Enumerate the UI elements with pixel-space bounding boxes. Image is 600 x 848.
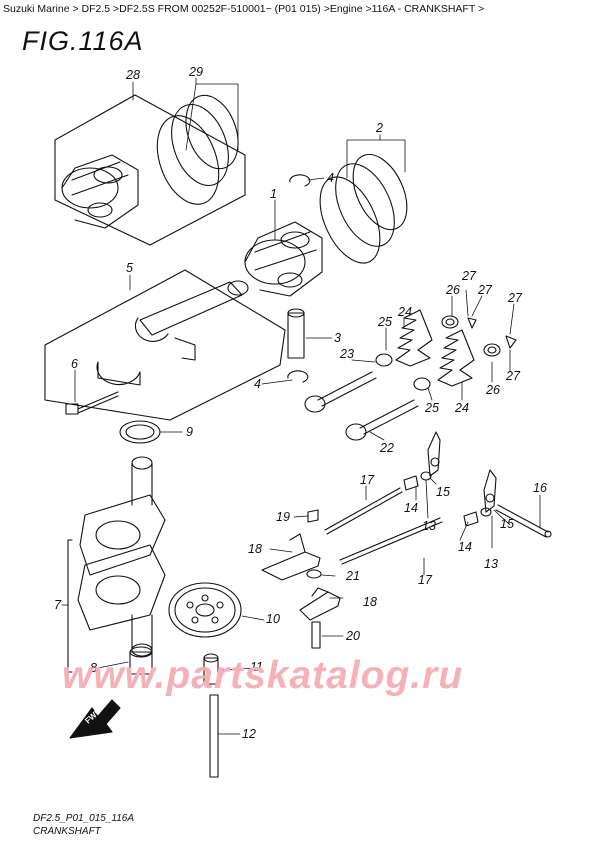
callout-24-lower[interactable]: 24	[454, 401, 469, 415]
callout-24-upper[interactable]: 24	[397, 305, 412, 319]
piston-rings-29[interactable]	[146, 88, 248, 213]
callout-3[interactable]: 3	[334, 331, 341, 345]
crank-gear-10[interactable]	[168, 582, 242, 638]
callout-27-right[interactable]: 27	[507, 291, 523, 305]
piston-28[interactable]	[61, 154, 139, 229]
valve-23[interactable]	[304, 371, 377, 413]
callout-14-lower[interactable]: 14	[458, 540, 472, 554]
callout-15-upper[interactable]: 15	[436, 485, 450, 499]
oil-seal-9[interactable]	[119, 420, 161, 444]
piston-rings-2[interactable]	[308, 146, 418, 272]
piston-assembly-box	[54, 94, 246, 246]
conrod-box	[44, 269, 286, 421]
callout-29[interactable]: 29	[188, 65, 203, 79]
piston-pin-3[interactable]	[287, 308, 305, 359]
footer-code: DF2.5_P01_015_116A	[33, 813, 135, 824]
callout-26-upper[interactable]: 26	[445, 283, 460, 297]
pushrod-12[interactable]	[209, 694, 219, 778]
bearing-8[interactable]	[129, 646, 153, 675]
callout-labels: 28 29 2 4 1 5 3 6 4 9 7 8 10 11 12 23 25…	[54, 65, 547, 741]
callout-13-upper[interactable]: 13	[422, 519, 436, 533]
valve-seal-25a[interactable]	[375, 353, 393, 367]
callout-23[interactable]: 23	[339, 347, 354, 361]
tappet-18b[interactable]	[299, 587, 341, 621]
valve-seal-25b[interactable]	[413, 377, 431, 391]
nut-15b[interactable]	[480, 507, 492, 517]
callout-27-upper-right[interactable]: 27	[477, 283, 493, 297]
adjust-screw-14b[interactable]	[463, 511, 479, 527]
callout-20[interactable]: 20	[345, 629, 360, 643]
callout-25-upper[interactable]: 25	[377, 315, 392, 329]
crankshaft-bracket-7	[67, 539, 73, 673]
valve-22[interactable]	[345, 399, 419, 441]
callout-18-upper[interactable]: 18	[248, 542, 262, 556]
callout-14-upper[interactable]: 14	[404, 501, 418, 515]
callout-4-lower[interactable]: 4	[254, 377, 261, 391]
callout-15-lower[interactable]: 15	[500, 517, 514, 531]
callout-17-upper[interactable]: 17	[360, 473, 375, 487]
callout-6[interactable]: 6	[71, 357, 78, 371]
callout-25-lower[interactable]: 25	[424, 401, 439, 415]
shaft-17b[interactable]	[339, 517, 443, 565]
crankshaft-7[interactable]	[77, 456, 166, 657]
callout-5[interactable]: 5	[126, 261, 133, 275]
washer-21[interactable]	[306, 569, 322, 579]
tappet-18a[interactable]	[261, 533, 321, 581]
callout-7[interactable]: 7	[54, 598, 62, 612]
watermark: www.partskatalog.ru	[62, 654, 464, 697]
circlip-4-upper[interactable]	[289, 174, 311, 187]
pump-cam-11[interactable]	[203, 653, 219, 685]
rocker-arm-13b[interactable]	[483, 469, 497, 513]
callout-8[interactable]: 8	[90, 661, 97, 675]
piston-1[interactable]	[244, 221, 323, 297]
callout-28[interactable]: 28	[125, 68, 140, 82]
retainer-26b[interactable]	[483, 343, 501, 357]
rod-cap[interactable]	[96, 361, 141, 386]
callout-27-upper[interactable]: 27	[461, 269, 477, 283]
callout-10[interactable]: 10	[266, 612, 280, 626]
shaft-17a[interactable]	[324, 487, 403, 535]
spring-19[interactable]	[307, 509, 319, 523]
retainer-26a[interactable]	[441, 315, 459, 329]
callout-1[interactable]: 1	[270, 187, 277, 201]
fwd-arrow-icon: FWD	[69, 699, 121, 739]
figure-title: FIG.116A	[22, 26, 144, 56]
callout-13-lower[interactable]: 13	[484, 557, 498, 571]
callout-18-lower[interactable]: 18	[363, 595, 377, 609]
callout-12[interactable]: 12	[242, 727, 256, 741]
callout-4-upper[interactable]: 4	[327, 171, 334, 185]
callout-21[interactable]: 21	[345, 569, 360, 583]
connecting-rod-5[interactable]	[134, 280, 249, 361]
callout-11[interactable]: 11	[250, 660, 263, 674]
pin-20[interactable]	[311, 621, 321, 649]
cotter-27a[interactable]	[467, 317, 477, 329]
rod-bolt-6[interactable]	[65, 391, 119, 415]
valve-spring-24a[interactable]	[395, 309, 433, 367]
callout-9[interactable]: 9	[186, 425, 193, 439]
callout-22[interactable]: 22	[379, 441, 394, 455]
callout-2[interactable]: 2	[375, 121, 383, 135]
breadcrumb[interactable]: Suzuki Marine > DF2.5 >DF2.5S FROM 00252…	[3, 3, 485, 15]
rocker-arm-13a[interactable]	[427, 431, 441, 477]
callout-27-lower-right[interactable]: 27	[505, 369, 521, 383]
adjust-screw-14a[interactable]	[403, 475, 419, 491]
callout-26-lower[interactable]: 26	[485, 383, 500, 397]
leader-lines	[61, 77, 541, 735]
cotter-27b[interactable]	[505, 335, 517, 349]
valve-spring-24b[interactable]	[437, 329, 475, 387]
callout-19[interactable]: 19	[276, 510, 290, 524]
callout-17-lower[interactable]: 17	[418, 573, 433, 587]
circlip-4-lower[interactable]	[287, 370, 309, 383]
callout-16[interactable]: 16	[533, 481, 547, 495]
footer-name: CRANKSHAFT	[33, 826, 101, 837]
